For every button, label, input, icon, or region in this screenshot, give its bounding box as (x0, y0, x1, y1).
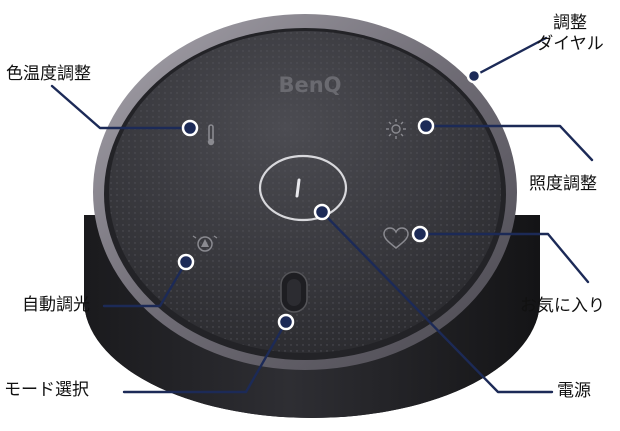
top-control-surface (109, 31, 501, 353)
illuminance-label: 照度調整 (529, 174, 597, 194)
adjustment-dial-label: 調整 ダイヤル (525, 13, 615, 55)
adjustment-dial-label-line1: 調整 (553, 13, 587, 33)
power-button[interactable] (258, 154, 348, 222)
heart-icon[interactable] (383, 227, 409, 249)
power-label: 電源 (557, 381, 591, 401)
adjustment-dial-label-line2: ダイヤル (536, 34, 604, 54)
auto-dimming-label: 自動調光 (22, 295, 90, 315)
thermometer-icon[interactable] (207, 124, 215, 146)
favorite-label: お気に入り (520, 296, 605, 316)
mode-select-label: モード選択 (4, 380, 89, 400)
mode-select-button[interactable] (280, 271, 308, 313)
power-icon (295, 178, 301, 198)
sun-icon[interactable] (386, 119, 406, 139)
callout-dots (177, 68, 482, 331)
auto-sensor-icon[interactable] (192, 235, 218, 252)
leader-lines (50, 36, 594, 394)
brand-logo: BenQ (278, 73, 341, 97)
color-temperature-label: 色温度調整 (6, 64, 91, 84)
